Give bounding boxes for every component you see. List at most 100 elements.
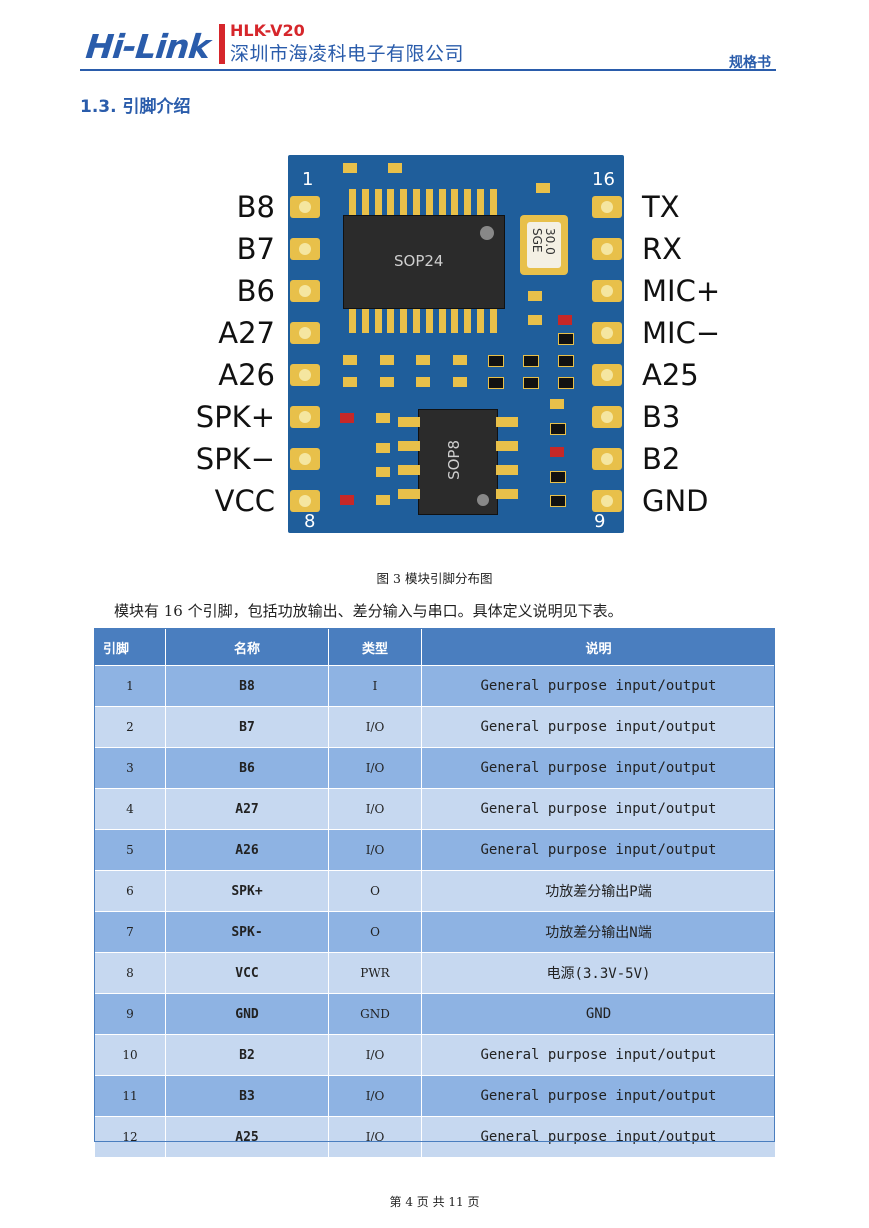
cell-type: I/O [328, 1034, 422, 1076]
pad-right-10 [592, 448, 622, 470]
chip-lead [374, 189, 382, 215]
chip-lead [451, 189, 459, 215]
chip-lead [400, 307, 408, 333]
chip-lead [413, 307, 420, 333]
chip-lead [361, 307, 369, 333]
smd-component [376, 467, 390, 477]
pad-right-16 [592, 196, 622, 218]
smd-component [343, 163, 357, 173]
figure-caption: 图 3 模块引脚分布图 [376, 571, 493, 586]
chip-lead [464, 307, 472, 333]
pcb-corner-top-left: 1 [302, 169, 314, 190]
chip-lead [496, 441, 518, 451]
pcb-corner-top-right: 16 [592, 169, 615, 190]
cell-type: O [328, 870, 422, 912]
chip-sop24: SOP24 [343, 215, 505, 309]
page-footer: 第 4 页 共 11 页 [389, 1195, 480, 1209]
chip-lead [438, 307, 446, 333]
document-type: 规格书 [729, 55, 771, 71]
chip-sop24-label: SOP24 [394, 252, 444, 270]
chip-lead [349, 307, 356, 333]
pad-left-3 [290, 280, 320, 302]
cell-desc: GND [421, 993, 776, 1035]
cell-desc: 电源(3.3V-5V) [421, 952, 776, 994]
model-name: HLK-V20 [230, 21, 305, 40]
cell-pin: 1 [94, 665, 166, 707]
smd-component [376, 413, 390, 423]
smd-component [528, 315, 542, 325]
smd-component [550, 399, 564, 409]
cell-type: I/O [328, 706, 422, 748]
pad-right-15 [592, 238, 622, 260]
smd-component [488, 377, 504, 389]
chip-sop8: SOP8 [418, 409, 498, 515]
pad-left-4 [290, 322, 320, 344]
smd-component [536, 183, 550, 193]
header-type: 类型 [328, 628, 422, 666]
smd-component [523, 355, 539, 367]
right-pin-label: B2 [642, 442, 681, 476]
smd-component [380, 355, 394, 365]
cell-name: B3 [165, 1075, 329, 1117]
right-pin-label: RX [642, 232, 683, 266]
chip-lead [398, 417, 420, 427]
pad-left-8 [290, 490, 320, 512]
cell-type: I/O [328, 747, 422, 789]
right-pin-label: MIC+ [642, 274, 721, 308]
cell-desc: 功放差分输出N端 [421, 911, 776, 953]
smd-component [528, 291, 542, 301]
cell-name: SPK- [165, 911, 329, 953]
pad-right-14 [592, 280, 622, 302]
crystal-oscillator: 30.0 SGE [520, 215, 568, 275]
company-logo: Hi-Link [84, 27, 216, 66]
pad-right-12 [592, 364, 622, 386]
chip-lead [398, 489, 420, 499]
smd-component [558, 355, 574, 367]
smd-component [453, 377, 467, 387]
cell-pin: 8 [94, 952, 166, 994]
left-pin-label: A27 [218, 316, 275, 350]
cell-type: I/O [328, 788, 422, 830]
chip-lead [489, 189, 497, 215]
pad-left-2 [290, 238, 320, 260]
cell-pin: 2 [94, 706, 166, 748]
right-pin-label: A25 [642, 358, 699, 392]
logo-divider [219, 24, 225, 64]
left-pin-label: SPK− [195, 442, 275, 476]
cell-type: O [328, 911, 422, 953]
cell-desc: General purpose input/output [421, 1075, 776, 1117]
chip-lead [374, 307, 382, 333]
chip-lead [496, 417, 518, 427]
chip-sop8-label: SOP8 [445, 440, 463, 480]
company-name: 深圳市海凌科电子有限公司 [230, 43, 465, 65]
cell-desc: General purpose input/output [421, 665, 776, 707]
logo-text: Hi-Link [84, 27, 212, 66]
smd-component [488, 355, 504, 367]
chip-lead [451, 307, 459, 333]
section-title: 1.3. 引脚介绍 [80, 97, 191, 117]
pad-right-13 [592, 322, 622, 344]
smd-component [416, 377, 430, 387]
cell-pin: 3 [94, 747, 166, 789]
cell-type: GND [328, 993, 422, 1035]
smd-component [550, 447, 564, 457]
cell-name: A25 [165, 1116, 329, 1158]
smd-component [340, 495, 354, 505]
cell-type: PWR [328, 952, 422, 994]
left-pin-label: VCC [214, 484, 275, 518]
cell-type: I/O [328, 1075, 422, 1117]
table-header-row: 引脚 名称 类型 说明 [94, 628, 776, 666]
pcb-corner-bottom-left: 8 [304, 511, 316, 532]
smd-component [380, 377, 394, 387]
header-rule [80, 69, 776, 71]
left-pin-label: B8 [236, 190, 275, 224]
cell-type: I [328, 665, 422, 707]
cell-name: A27 [165, 788, 329, 830]
chip-lead [387, 189, 395, 215]
chip-lead [438, 189, 446, 215]
